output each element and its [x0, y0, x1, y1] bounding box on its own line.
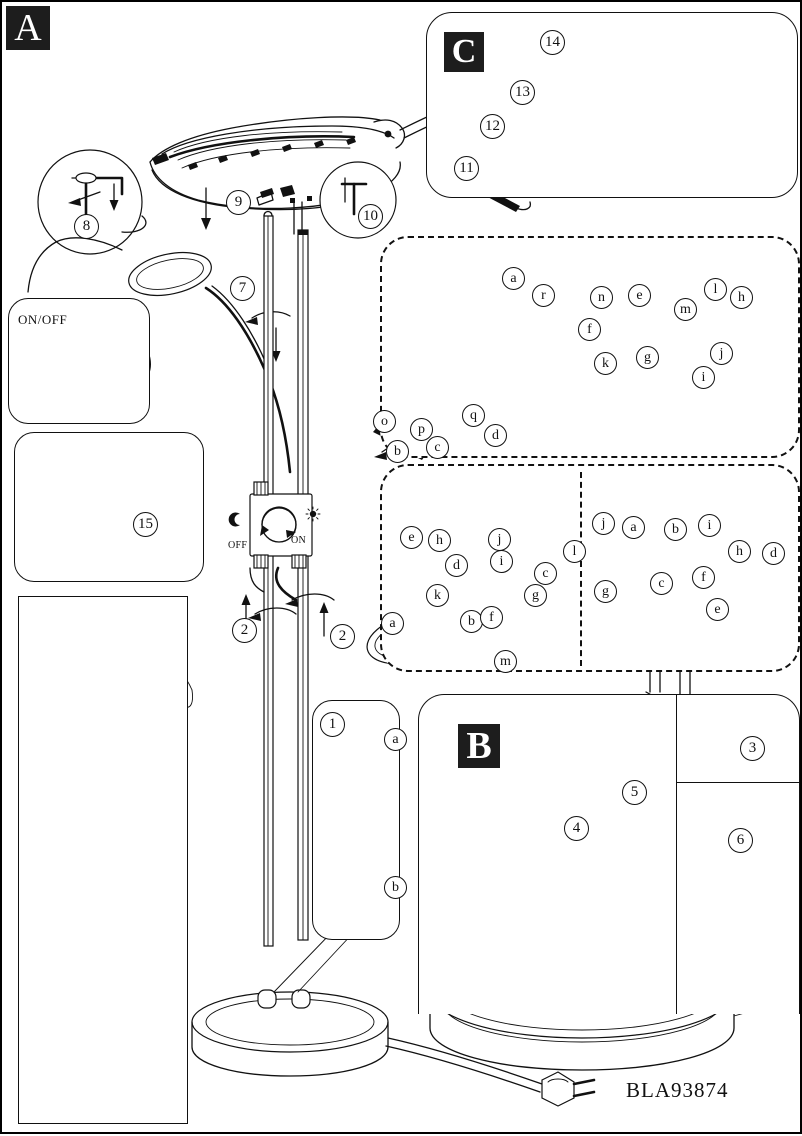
step-marker-10: 10: [358, 204, 383, 229]
part-marker-ll-d: d: [445, 554, 468, 577]
part-marker-lr-h: h: [728, 540, 751, 563]
panel-onoff-hand: [8, 298, 150, 424]
step-marker-14: 14: [540, 30, 565, 55]
panel-warning-no-fabric-shade: [18, 596, 188, 1124]
step-marker-13: 13: [510, 80, 535, 105]
part-marker-upper-o: o: [373, 410, 396, 433]
panel-step-15: [14, 432, 204, 582]
part-marker-upper-b: b: [386, 440, 409, 463]
panel-section-c: [426, 12, 798, 198]
step-marker-11: 11: [454, 156, 479, 181]
part-marker-upper-e: e: [628, 284, 651, 307]
part-marker-lr-i: i: [698, 514, 721, 537]
arrow-step-2-right: [285, 593, 335, 637]
onoff-label: ON/OFF: [18, 312, 68, 327]
panel-b-divider-vertical: [676, 694, 677, 1014]
part-marker-ll-l: l: [563, 540, 586, 563]
part-marker-upper-c: c: [426, 436, 449, 459]
part-marker-upper-l: l: [704, 278, 727, 301]
arrow-step-7: [245, 311, 291, 362]
part-marker-lr-c: c: [650, 572, 673, 595]
part-marker-ll-h: h: [428, 529, 451, 552]
part-marker-upper-n: n: [590, 286, 613, 309]
part-marker-lr-d: d: [762, 542, 785, 565]
callout-step-10: [319, 161, 397, 239]
step-marker-4: 4: [564, 816, 589, 841]
part-marker-lr-g: g: [594, 580, 617, 603]
part-marker-ll-f: f: [480, 606, 503, 629]
arrow-step-9: [201, 187, 211, 230]
switch-off-label: OFF: [228, 540, 248, 551]
part-marker-ll-j: j: [488, 528, 511, 551]
panel-detail-upper: [380, 236, 800, 458]
switch-on-label: ON: [291, 535, 307, 546]
part-marker-lr-j: j: [592, 512, 615, 535]
step-marker-12: 12: [480, 114, 505, 139]
callout-step-8: [37, 149, 147, 255]
part-marker-upper-k: k: [594, 352, 617, 375]
step-marker-6: 6: [728, 828, 753, 853]
part-marker-ll-g: g: [524, 584, 547, 607]
step-marker-5: 5: [622, 780, 647, 805]
center-poles: [263, 210, 309, 947]
section-badge-c: C: [444, 32, 484, 72]
step-marker-8: 8: [74, 214, 99, 239]
part-marker-upper-i: i: [692, 366, 715, 389]
part-marker-ll-m: m: [494, 650, 517, 673]
part-marker-step1-b: b: [384, 876, 407, 899]
part-marker-ll-a: a: [381, 612, 404, 635]
part-marker-upper-q: q: [462, 404, 485, 427]
part-marker-lr-e: e: [706, 598, 729, 621]
part-marker-lr-a: a: [622, 516, 645, 539]
step-marker-15: 15: [133, 512, 158, 537]
part-marker-ll-c: c: [534, 562, 557, 585]
product-code: BLA93874: [626, 1078, 729, 1102]
part-marker-upper-r: r: [532, 284, 555, 307]
step-marker-2-right: 2: [330, 624, 355, 649]
step-marker-7: 7: [230, 276, 255, 301]
panel-b-divider-horizontal: [676, 782, 800, 783]
part-marker-upper-a: a: [502, 267, 525, 290]
part-marker-upper-p: p: [410, 418, 433, 441]
part-marker-ll-e: e: [400, 526, 423, 549]
arrow-step-10: [324, 174, 355, 203]
part-marker-lr-b: b: [664, 518, 687, 541]
panel-detail-lower-divider: [580, 472, 582, 666]
part-marker-ll-i: i: [490, 550, 513, 573]
step-marker-2-left: 2: [232, 618, 257, 643]
power-plug-icon: [541, 1071, 596, 1107]
section-badge-a: A: [6, 6, 50, 50]
part-marker-upper-g: g: [636, 346, 659, 369]
part-marker-upper-d: d: [484, 424, 507, 447]
step-marker-9: 9: [226, 190, 251, 215]
part-marker-upper-f: f: [578, 318, 601, 341]
section-badge-b: B: [458, 724, 500, 768]
part-marker-upper-m: m: [674, 298, 697, 321]
part-marker-lr-f: f: [692, 566, 715, 589]
part-marker-ll-k: k: [426, 584, 449, 607]
part-marker-upper-h: h: [730, 286, 753, 309]
step-marker-3: 3: [740, 736, 765, 761]
panel-detail-lower: [380, 464, 800, 672]
part-marker-upper-j: j: [710, 342, 733, 365]
step-marker-1: 1: [320, 712, 345, 737]
part-marker-step1-a: a: [384, 728, 407, 751]
